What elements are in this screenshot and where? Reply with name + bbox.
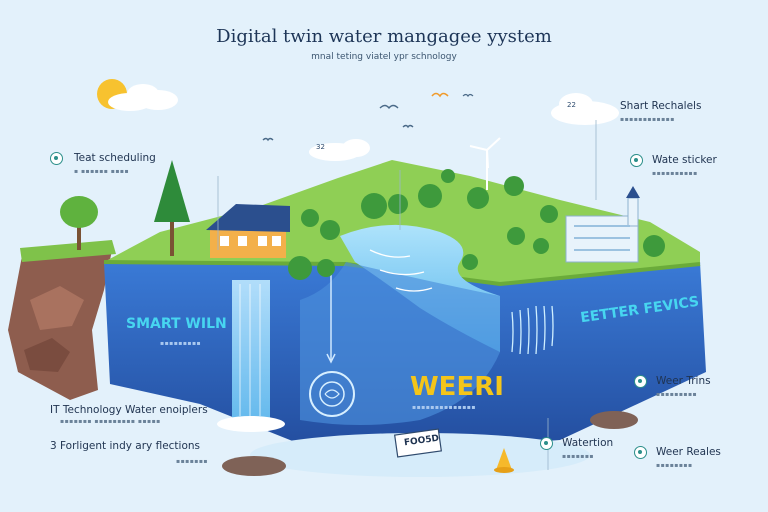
wall-text-smart-wiln: SMART WILN (126, 316, 227, 332)
wall-text-weeri: WEERI (410, 372, 504, 402)
bird-icon (431, 92, 449, 98)
stone-disc (590, 411, 638, 429)
label-subtext: ▪▪▪▪▪▪▪▪▪ (656, 391, 698, 398)
cloud-icon (108, 84, 178, 111)
house-icon (206, 204, 290, 258)
cloud-icon (551, 93, 619, 125)
label-short-rechalels: Shart Rechalels (620, 100, 702, 112)
label-subtext: ▪▪▪▪▪▪▪ (176, 458, 208, 465)
page-subtitle: mnal teting viatel ypr schnology (311, 52, 457, 62)
label-wate-sticker: Wate sticker (652, 154, 717, 166)
buoy-icon (494, 448, 514, 473)
marker-dot-icon (634, 375, 647, 388)
label-it-technology: IT Technology Water enoiplers (50, 404, 208, 416)
wind-turbine-icon (469, 137, 501, 190)
label-subtext: ▪▪▪▪▪▪▪ (562, 453, 594, 460)
water-pool (300, 224, 500, 425)
label-subtext: ▪ ▪▪▪▪▪▪ ▪▪▪▪ (74, 168, 130, 175)
label-subtext: ▪▪▪▪▪▪▪▪▪▪▪▪ (620, 116, 675, 123)
label-weer-trins: Weer Trins (656, 375, 711, 387)
label-subtext: ▪▪▪▪▪▪▪▪▪▪▪▪▪▪ (412, 404, 476, 411)
marker-dot-icon (540, 437, 553, 450)
right-waterfall (511, 305, 554, 355)
tree-icon (154, 160, 190, 256)
marker-dot-icon (50, 152, 63, 165)
label-subtext: ▪▪▪▪▪▪▪▪▪ (160, 340, 202, 347)
cloud-label: 22 (567, 101, 576, 109)
label-weer-reales: Weer Reales (656, 446, 721, 458)
cloud-label: 32 (316, 143, 325, 151)
label-watertion: Watertion (562, 437, 614, 449)
waterfall (217, 280, 285, 432)
page-title: Digital twin water mangagee yystem (216, 26, 552, 47)
label-subtext: ▪▪▪▪▪▪▪ ▪▪▪▪▪▪▪▪▪ ▪▪▪▪▪ (60, 418, 161, 425)
label-subtext: ▪▪▪▪▪▪▪▪▪▪ (652, 170, 698, 177)
stone-disc (222, 456, 286, 476)
bird-icon (462, 93, 474, 98)
label-teat-scheduling: Teat scheduling (74, 152, 156, 164)
sign-board (394, 428, 442, 458)
factory-icon (565, 186, 640, 263)
tree-icon (60, 196, 98, 250)
label-subtext: ▪▪▪▪▪▪▪▪ (656, 462, 693, 469)
cloud-icon (309, 139, 370, 161)
bird-icon (262, 104, 414, 142)
sensor-icon (309, 270, 355, 417)
label-forligent: 3 Forligent indy ary flections (50, 440, 201, 452)
marker-dot-icon (634, 446, 647, 459)
marker-dot-icon (630, 154, 643, 167)
rock-cliff (8, 240, 116, 400)
